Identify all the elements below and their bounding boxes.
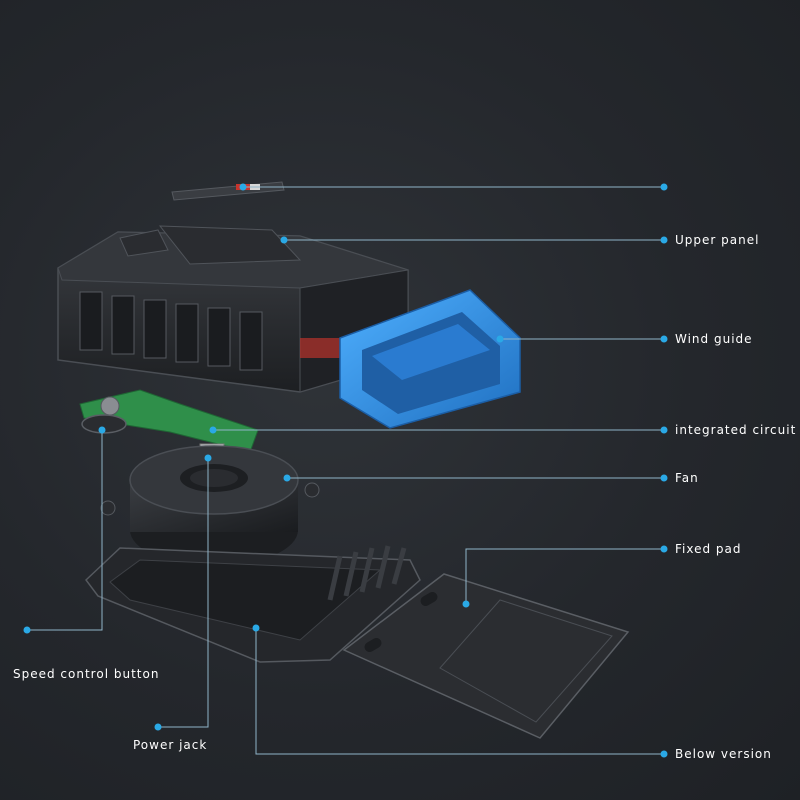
label-power-jack: Power jack [133,738,208,752]
dot-power-jack-end [154,723,162,731]
dot-wind-guide-end [660,335,668,343]
dot-integrated-circuit-start [209,426,217,434]
top-tag-part [171,181,285,201]
label-below-version: Below version [675,747,772,761]
fixed-pad-part [342,573,630,739]
label-fixed-pad: Fixed pad [675,542,742,556]
upper-panel-vents [79,291,263,371]
upper-panel-part [57,225,409,393]
dot-speed-control-start [98,426,106,434]
label-speed-control-button: Speed control button [13,667,160,681]
label-integrated-circuit: integrated circuit [675,423,797,437]
dot-fan-start [283,474,291,482]
leader-lines [27,186,664,755]
wind-guide-part [339,289,521,429]
leader-fixed-pad [465,548,664,604]
label-fan: Fan [675,471,699,485]
bottom-tray-part [84,545,421,663]
label-upper-panel: Upper panel [675,233,760,247]
dot-fan-end [660,474,668,482]
dot-upper-panel-start [280,236,288,244]
dot-upper-panel-end [660,236,668,244]
dot-speed-control-end [23,626,31,634]
dot-below-version-start [252,624,260,632]
dot-power-jack-start [204,454,212,462]
fan-part [100,445,320,566]
leader-below-version [255,628,664,755]
dot-top-tag-end [660,183,668,191]
dot-top-tag-start [239,183,247,191]
dot-integrated-circuit-end [660,426,668,434]
dot-wind-guide-start [496,335,504,343]
leader-power-jack [158,458,209,728]
dot-below-version-end [660,750,668,758]
bottom-tray-ribs [327,545,407,601]
leader-dots [23,183,668,758]
dot-fixed-pad-start [462,600,470,608]
dot-fixed-pad-end [660,545,668,553]
leader-speed-control [27,430,103,631]
label-wind-guide: Wind guide [675,332,753,346]
